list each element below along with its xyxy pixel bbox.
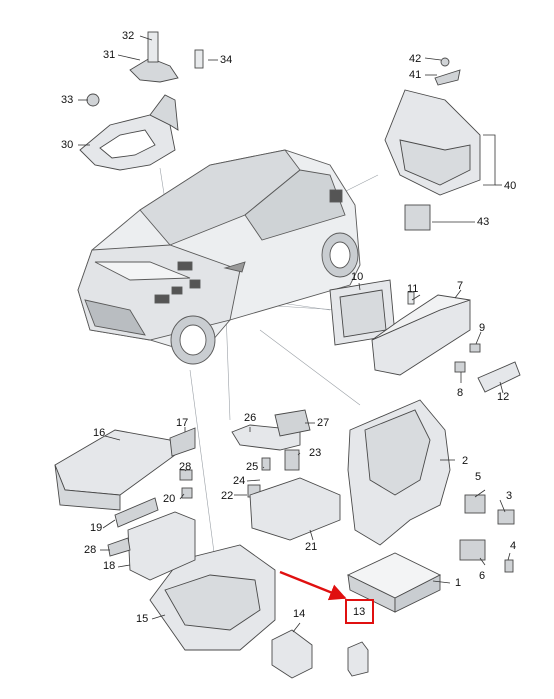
callout-28-upper: 28	[179, 461, 192, 473]
callout-16: 16	[93, 427, 106, 439]
callout-17: 17	[176, 417, 189, 429]
callout-4: 4	[510, 540, 517, 552]
callout-21: 21	[305, 541, 318, 553]
highlight-arrow	[279, 570, 347, 601]
callout-27: 27	[317, 417, 330, 429]
callout-28-lower: 28	[84, 544, 97, 556]
bracket-assembly-30	[79, 31, 204, 171]
bracket-assembly-40	[384, 57, 481, 231]
callout-33: 33	[61, 94, 74, 106]
callout-10: 10	[351, 271, 364, 283]
callout-23: 23	[309, 447, 322, 459]
callout-22: 22	[221, 490, 234, 502]
callout-1: 1	[455, 577, 462, 589]
callout-30: 30	[61, 139, 74, 151]
callout-11: 11	[407, 283, 419, 295]
callout-5: 5	[475, 471, 482, 483]
callout-18: 18	[103, 560, 116, 572]
callout-42: 42	[409, 53, 422, 65]
callout-13: 13	[353, 606, 366, 618]
fuse-parts-7-12	[329, 279, 521, 393]
callout-6: 6	[479, 570, 486, 582]
parts-13-14	[271, 629, 369, 679]
callout-8: 8	[457, 387, 464, 399]
module-carrier-parts-1-6	[346, 399, 515, 613]
highlight-box-part-13: 13	[345, 599, 374, 624]
callout-14: 14	[293, 608, 306, 620]
callout-9: 9	[479, 322, 486, 334]
callout-20: 20	[163, 493, 176, 505]
relay-parts-21-27	[231, 409, 341, 541]
callout-41: 41	[409, 69, 422, 81]
callout-25: 25	[246, 461, 259, 473]
callout-12: 12	[497, 391, 510, 403]
callout-15: 15	[136, 613, 149, 625]
callout-24: 24	[233, 475, 246, 487]
callout-2: 2	[462, 455, 469, 467]
callout-7: 7	[457, 280, 464, 292]
callout-31: 31	[103, 49, 116, 61]
callout-34: 34	[220, 54, 233, 66]
callout-3: 3	[506, 490, 513, 502]
callout-26: 26	[244, 412, 257, 424]
callout-19: 19	[90, 522, 103, 534]
callout-43: 43	[477, 216, 490, 228]
callout-32: 32	[122, 30, 135, 42]
callout-40: 40	[504, 180, 517, 192]
fuse-box-parts-15-20	[54, 427, 276, 651]
car-illustration	[77, 149, 361, 365]
leader-lines	[78, 35, 511, 633]
